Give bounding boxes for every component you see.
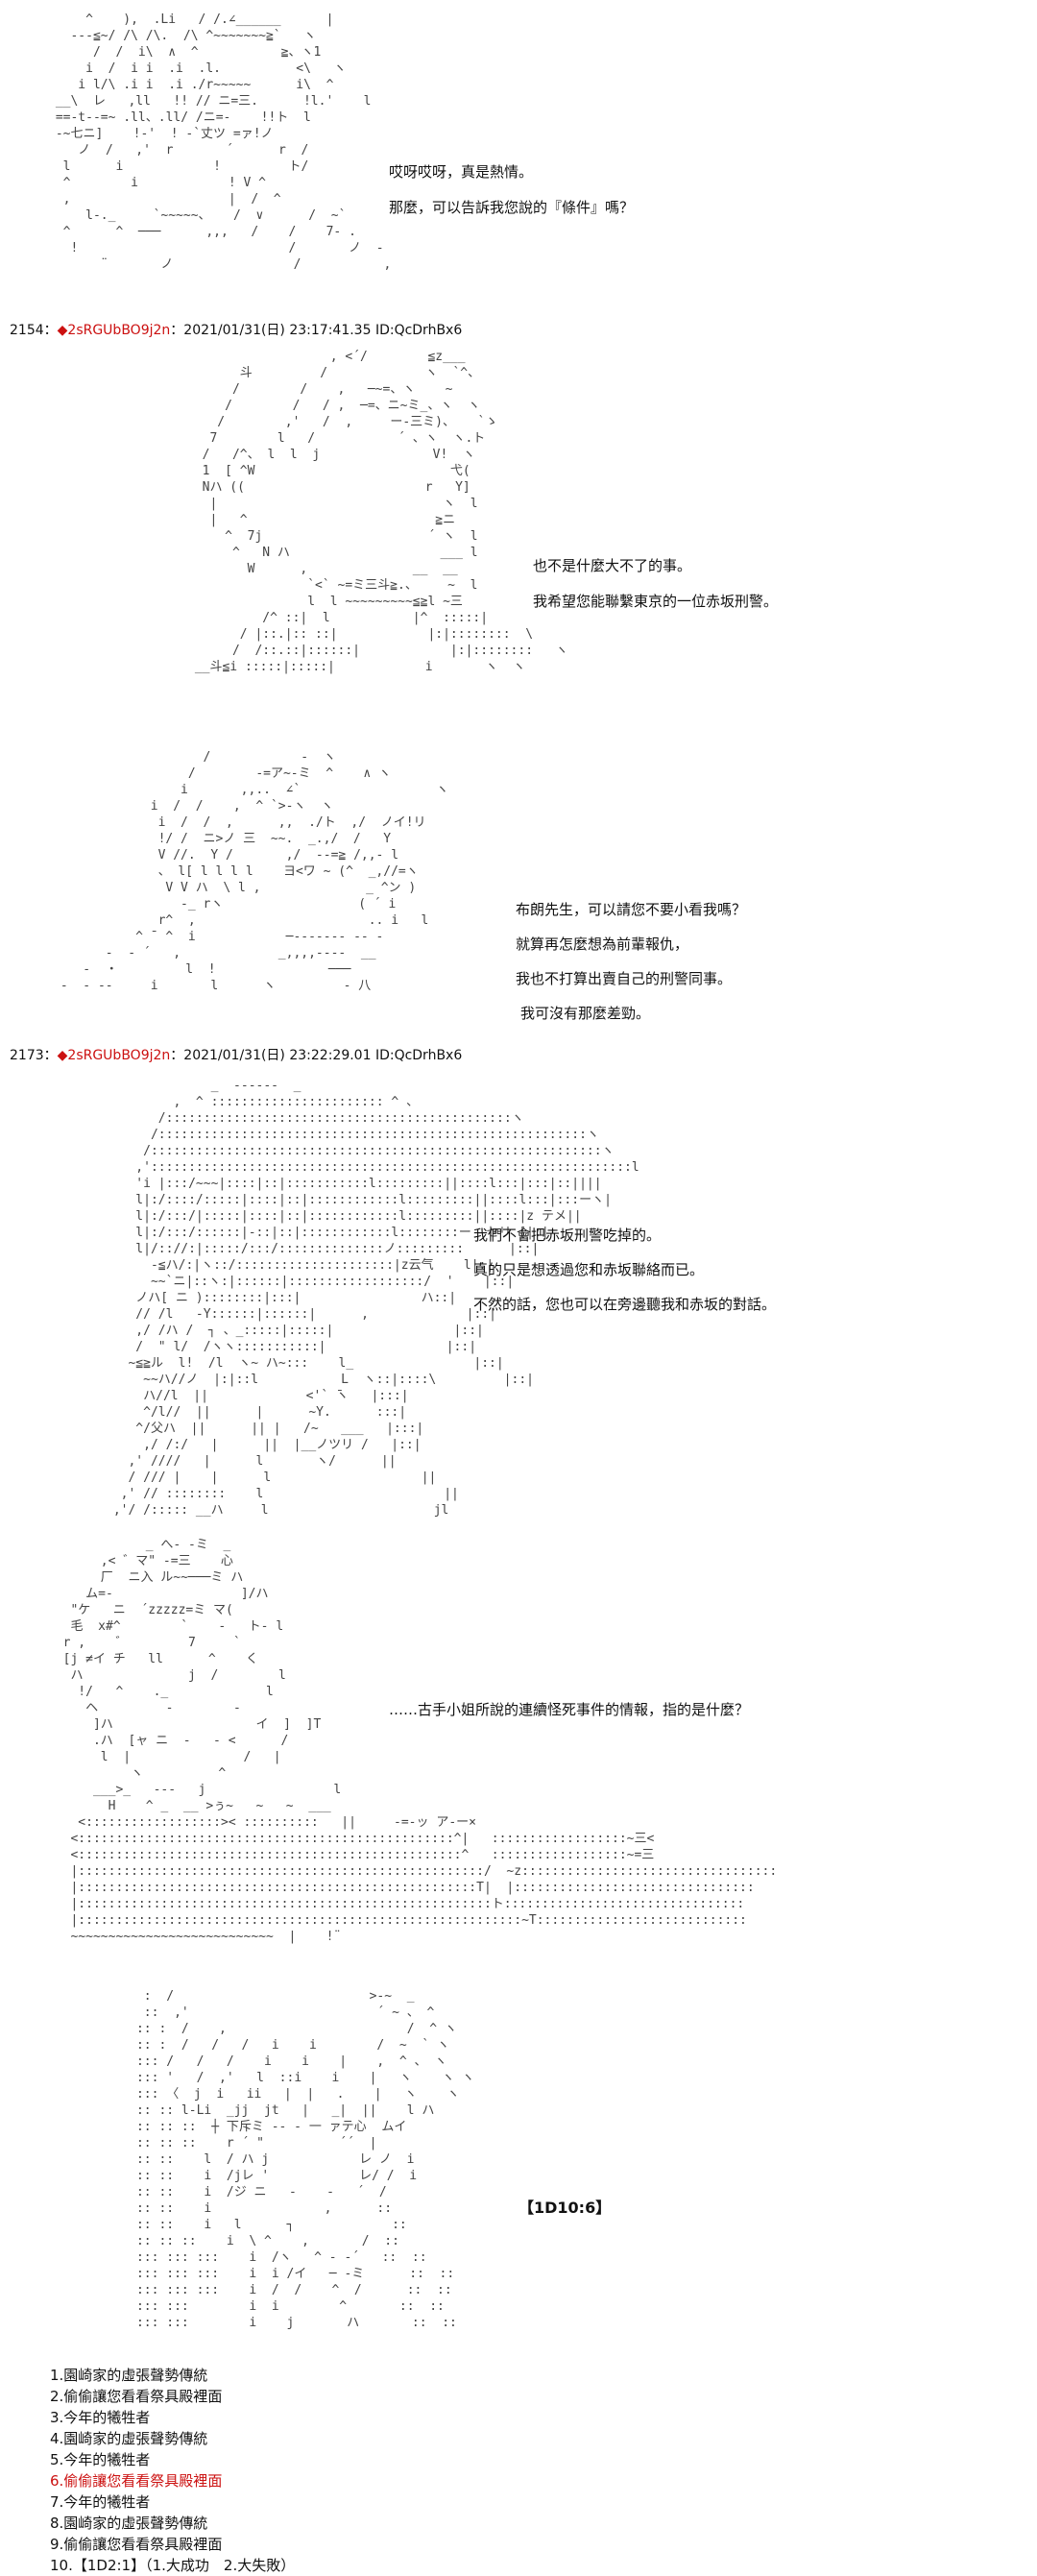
ascii-art-character-5: _ へ‐ ‐ミ _ ,< ゛マ" ‐=三 心 厂 ニ入 ル~~───ミ ハ ム=… — [62, 1538, 778, 1944]
ascii-art-character-6: : / >‐~ _ :: ,' ´ ~ 、 ^ :: : / , / ^ ヽ :… — [135, 1989, 475, 2330]
choice-list: 1.園崎家的虛張聲勢傳統 2.偷偷讓您看看祭具殿裡面 3.今年的犧牲者 4.園崎… — [50, 2365, 295, 2576]
dialogue-line: ……古手小姐所說的連續怪死事件的情報，指的是什麼？ — [389, 1701, 750, 1718]
dialogue-line: 真的只是想透過您和赤坂聯絡而已。 — [473, 1261, 705, 1278]
post-meta: ：2021/01/31(日) 23:22:29.01 ID:QcDrhBx6 — [170, 1048, 463, 1063]
list-item: 2.偷偷讓您看看祭具殿裡面 — [50, 2388, 223, 2405]
list-item-selected: 6.偷偷讓您看看祭具殿裡面 — [50, 2472, 223, 2490]
poster-trip[interactable]: ◆2sRGUbBO9j2n — [57, 1048, 171, 1063]
post-meta: ：2021/01/31(日) 23:17:41.35 ID:QcDrhBx6 — [170, 323, 463, 338]
dialogue-line: 不然的話，您也可以在旁邊聽我和赤坂的對話。 — [473, 1296, 777, 1313]
list-item: 4.園崎家的虛張聲勢傳統 — [50, 2430, 208, 2447]
post-header: 2173：◆2sRGUbBO9j2n：2021/01/31(日) 23:22:2… — [10, 1048, 463, 1063]
dialogue-line: 那麼，可以告訴我您說的『條件』嗎？ — [389, 199, 635, 216]
dialogue-line: 我希望您能聯繫東京的一位赤坂刑警。 — [533, 593, 779, 610]
list-item: 3.今年的犧牲者 — [50, 2409, 151, 2426]
post-header: 2154：◆2sRGUbBO9j2n：2021/01/31(日) 23:17:4… — [10, 323, 463, 338]
dialogue-line: 就算再怎麼想為前輩報仇， — [516, 936, 689, 953]
list-item: 7.今年的犧牲者 — [50, 2493, 151, 2511]
panel-3: / ‐ ヽ / ‐=ア~‐ミ ^ ∧ ヽ i ,,.. ∠` ヽ i / / ,… — [0, 740, 1037, 1028]
ascii-art-character-2: , <´/ ≦z___ 斗 / ヽ `^、 / / , ─~=、ヽ ~ / / … — [194, 350, 568, 674]
list-item: 1.園崎家的虛張聲勢傳統 — [50, 2367, 208, 2384]
panel-6: : / >‐~ _ :: ,' ´ ~ 、 ^ :: : / , / ^ ヽ :… — [0, 1979, 1037, 2353]
list-item: 9.偷偷讓您看看祭具殿裡面 — [50, 2536, 223, 2553]
post-number: 2173 — [10, 1048, 44, 1063]
panel-5: _ へ‐ ‐ミ _ ,< ゛マ" ‐=三 心 厂 ニ入 ル~~───ミ ハ ム=… — [0, 1527, 1037, 1950]
dialogue-line: 我也不打算出賣自己的刑警同事。 — [516, 970, 733, 987]
dialogue-line: 我可沒有那麼差勁。 — [520, 1005, 651, 1022]
dialogue-line: 也不是什麼大不了的事。 — [533, 557, 692, 574]
list-item: 10.【1D2:1】（1.大成功 2.大失敗） — [50, 2557, 296, 2574]
post-number: 2154 — [10, 323, 44, 338]
list-item: 8.園崎家的虛張聲勢傳統 — [50, 2515, 208, 2532]
poster-trip[interactable]: ◆2sRGUbBO9j2n — [57, 323, 171, 338]
ascii-art-character-1: ^ ), .Li / /.∠______ | ‐‐-≦~/ /\ /\. /\ … — [55, 12, 392, 272]
panel-1: ^ ), .Li / /.∠______ | ‐‐-≦~/ /\ /\. /\ … — [0, 0, 1037, 317]
ascii-art-character-4: _ ‐‐‐‐‐‐ _ , ^ ::::::::::::::::::::::: ^… — [112, 1079, 639, 1518]
dialogue-line: 我們不會把赤坂刑警吃掉的。 — [473, 1227, 662, 1244]
dialogue-line: 哎呀哎呀，真是熱情。 — [389, 163, 534, 181]
ascii-art-character-3: / ‐ ヽ / ‐=ア~‐ミ ^ ∧ ヽ i ,,.. ∠` ヽ i / / ,… — [60, 750, 449, 993]
panel-2: , <´/ ≦z___ 斗 / ヽ `^、 / / , ─~=、ヽ ~ / / … — [0, 341, 1037, 706]
list-item: 5.今年的犧牲者 — [50, 2451, 151, 2468]
dialogue-line: 布朗先生，可以請您不要小看我嗎？ — [516, 901, 747, 918]
panel-4: _ ‐‐‐‐‐‐ _ , ^ ::::::::::::::::::::::: ^… — [0, 1066, 1037, 1518]
dice-roll-result: 【1D10:6】 — [518, 2199, 612, 2217]
